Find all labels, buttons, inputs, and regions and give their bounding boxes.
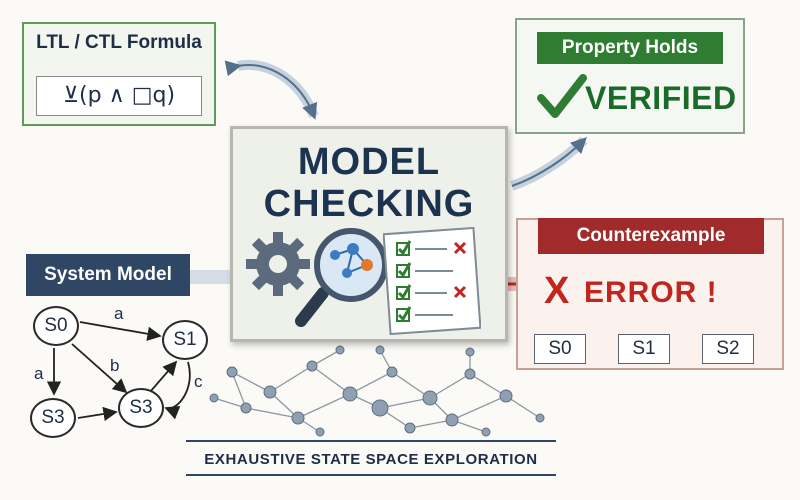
trace-state: S1 bbox=[618, 334, 670, 364]
trace-state: S0 bbox=[534, 334, 586, 364]
edge-label: c bbox=[194, 372, 203, 391]
formula-link-arrow bbox=[224, 60, 319, 120]
checklist-icon bbox=[383, 227, 481, 335]
counterexample-header: Counterexample bbox=[538, 218, 764, 254]
model-checking-card: MODEL CHECKING bbox=[230, 126, 508, 342]
verified-arrow bbox=[510, 136, 588, 191]
magnifier-icon bbox=[295, 228, 388, 327]
center-title-line1: MODEL bbox=[297, 141, 441, 183]
center-title-line2: CHECKING bbox=[263, 183, 475, 225]
state-space-network bbox=[213, 349, 541, 433]
system-model-label: System Model bbox=[26, 254, 190, 296]
verified-panel: Property Holds VERIFIED bbox=[515, 18, 745, 134]
state-node: S3 bbox=[118, 388, 164, 428]
formula-title: LTL / CTL Formula bbox=[36, 32, 202, 53]
counterexample-panel: Counterexample X ERROR ! S0 S1 S2 bbox=[516, 218, 784, 370]
model-input-arrow bbox=[190, 270, 234, 284]
state-node: S1 bbox=[162, 320, 208, 360]
error-label: ERROR ! bbox=[584, 276, 718, 309]
caption: EXHAUSTIVE STATE SPACE EXPLORATION bbox=[186, 440, 556, 476]
edge-label: a bbox=[34, 364, 44, 383]
system-model-edges bbox=[46, 321, 191, 422]
verified-header: Property Holds bbox=[537, 32, 723, 64]
formula-panel: LTL / CTL Formula ⊻(p ∧ □q) bbox=[22, 22, 216, 126]
edge-label: a bbox=[114, 304, 124, 323]
trace-state: S2 bbox=[702, 334, 754, 364]
state-node: S0 bbox=[33, 306, 79, 346]
check-icon bbox=[537, 74, 587, 118]
formula-expression: ⊻(p ∧ □q) bbox=[36, 76, 202, 116]
edge-label: b bbox=[110, 356, 120, 375]
gear-icon bbox=[246, 232, 310, 296]
error-x-icon: X bbox=[544, 270, 570, 312]
state-node: S3 bbox=[30, 398, 76, 438]
verified-label: VERIFIED bbox=[585, 80, 737, 116]
state-space-nodes bbox=[209, 345, 545, 437]
